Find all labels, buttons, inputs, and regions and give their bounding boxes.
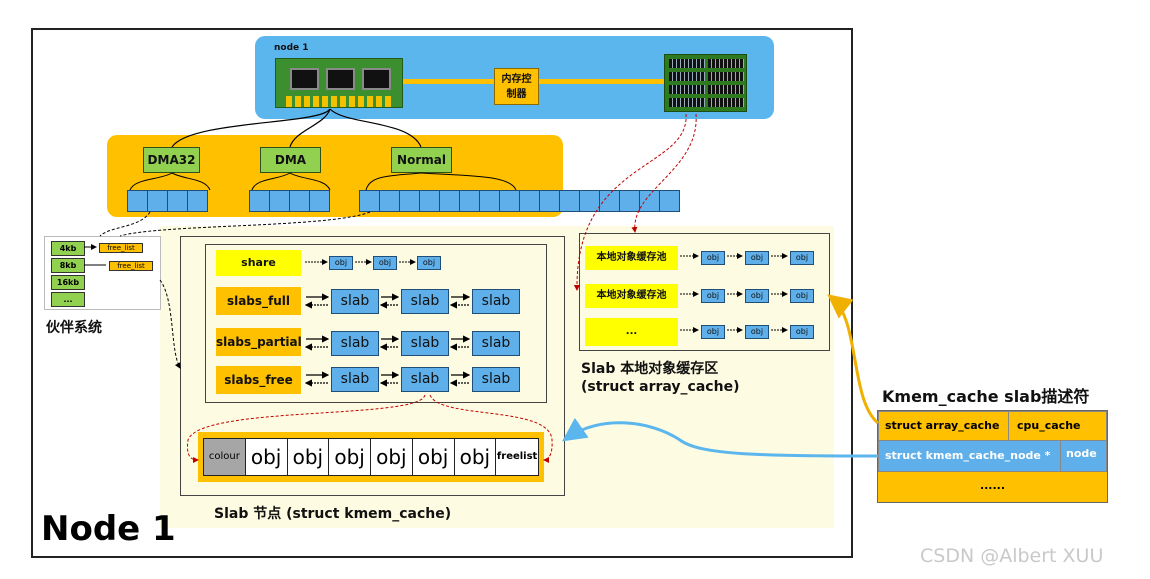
buddy-size-4kb: 4kb bbox=[51, 241, 85, 256]
field-kmem-cache-node: struct kmem_cache_node * bbox=[878, 440, 1061, 472]
buddy-size-8kb: 8kb bbox=[51, 258, 85, 273]
slab-block: slab bbox=[472, 331, 520, 356]
dma-page-cells bbox=[249, 190, 330, 212]
kmem-cache-title: Kmem_cache slab描述符 bbox=[882, 387, 1090, 406]
field-more: ...... bbox=[979, 479, 1006, 492]
node-frame bbox=[31, 28, 853, 558]
dma32-page-cells bbox=[127, 190, 208, 212]
memory-dimm-icon bbox=[664, 54, 747, 112]
memory-controller: 内存控 制器 bbox=[494, 68, 539, 105]
slab-colour: colour bbox=[204, 439, 246, 475]
field-node: node bbox=[1060, 440, 1107, 472]
cache-obj: obj bbox=[701, 251, 725, 265]
slab-objects: colour obj obj obj obj obj obj freelist bbox=[203, 438, 539, 476]
local-object-pool: 本地对象缓存池 bbox=[585, 246, 678, 270]
watermark: CSDN @Albert XUU bbox=[920, 545, 1104, 567]
slab-block: slab bbox=[401, 331, 449, 356]
slab-freelist: freelist bbox=[496, 451, 538, 462]
list-slabs-free: slabs_free bbox=[216, 366, 301, 394]
cache-obj: obj bbox=[790, 325, 814, 339]
slab-obj: obj bbox=[413, 439, 455, 475]
cache-obj: obj bbox=[745, 289, 769, 303]
share-obj: obj bbox=[373, 256, 397, 270]
slab-block: slab bbox=[472, 367, 520, 392]
buddy-system-label: 伙伴系统 bbox=[46, 320, 102, 336]
buddy-size-more: ... bbox=[51, 292, 85, 307]
array-cache-label: Slab 本地对象缓存区 (struct array_cache) bbox=[581, 361, 740, 395]
zone-normal: Normal bbox=[391, 147, 452, 173]
cache-obj: obj bbox=[701, 325, 725, 339]
node-label-big: Node 1 bbox=[41, 509, 176, 549]
array-cache-box bbox=[579, 233, 830, 351]
free-list-4kb: free_list bbox=[99, 243, 143, 253]
slab-block: slab bbox=[401, 367, 449, 392]
list-share: share bbox=[216, 250, 301, 276]
free-list-8kb: free_list bbox=[109, 261, 153, 271]
slab-obj: obj bbox=[455, 439, 497, 475]
slab-obj: obj bbox=[288, 439, 330, 475]
list-slabs-full: slabs_full bbox=[216, 287, 301, 315]
cache-obj: obj bbox=[745, 325, 769, 339]
buddy-size-16kb: 16kb bbox=[51, 275, 85, 290]
slab-block: slab bbox=[331, 331, 379, 356]
normal-page-cells bbox=[359, 190, 680, 212]
slab-obj: obj bbox=[371, 439, 413, 475]
share-obj: obj bbox=[329, 256, 353, 270]
cache-obj: obj bbox=[790, 289, 814, 303]
share-obj: obj bbox=[417, 256, 441, 270]
zone-dma: DMA bbox=[260, 147, 321, 173]
cache-obj: obj bbox=[745, 251, 769, 265]
slab-block: slab bbox=[331, 367, 379, 392]
local-object-pool: 本地对象缓存池 bbox=[585, 284, 678, 308]
kmem-cache-struct: struct array_cache cpu_cache struct kmem… bbox=[877, 410, 1108, 503]
local-object-pool-more: ... bbox=[585, 318, 678, 346]
cache-obj: obj bbox=[790, 251, 814, 265]
slab-block: slab bbox=[401, 289, 449, 314]
slab-block: slab bbox=[331, 289, 379, 314]
slab-obj: obj bbox=[329, 439, 371, 475]
zone-dma32: DMA32 bbox=[143, 147, 200, 173]
cache-obj: obj bbox=[701, 289, 725, 303]
slab-block: slab bbox=[472, 289, 520, 314]
slab-lists-box bbox=[205, 244, 547, 403]
cpu-board-icon bbox=[275, 58, 403, 108]
slab-obj: obj bbox=[246, 439, 288, 475]
slab-node-label: Slab 节点 (struct kmem_cache) bbox=[214, 506, 452, 522]
node-label-small: node 1 bbox=[274, 43, 309, 53]
buddy-system-box: 4kb 8kb 16kb ... free_list free_list bbox=[44, 236, 161, 310]
list-slabs-partial: slabs_partial bbox=[216, 328, 302, 356]
